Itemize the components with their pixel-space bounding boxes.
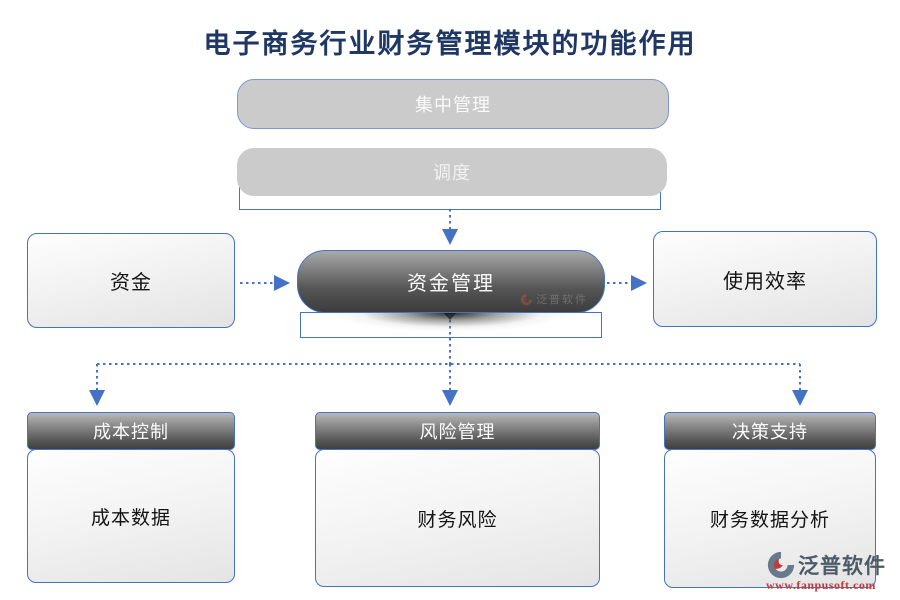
group-body: 成本数据 [27,449,235,583]
group-body-label: 财务风险 [417,509,498,531]
watermark-on-pill: 泛普软件 [520,291,588,307]
node-usage-efficiency: 使用效率 [653,231,877,327]
group-body: 财务风险 [315,449,600,587]
group-decision-support: 财务数据分析 决策支持 [664,412,876,589]
fanpu-watermark: 泛普软件 www.fanpusoft.com [766,550,898,593]
group-header: 成本控制 [27,412,235,450]
group-cost-control: 成本数据 成本控制 [27,412,235,584]
group-header: 决策支持 [664,412,876,450]
node-label: 调度 [433,163,471,183]
node-centralized-management: 集中管理 [237,79,669,129]
group-risk-management: 财务风险 风险管理 [315,412,600,588]
fanpu-logo-icon [767,551,795,579]
node-dispatch: 调度 [237,148,667,196]
node-label: 使用效率 [723,270,807,293]
fanpu-logo-icon [520,293,533,305]
node-label: 资金 [110,272,152,294]
watermark-text: 泛普软件 [536,294,588,306]
bracket-under-fund-management [300,312,602,338]
node-label: 集中管理 [415,95,491,115]
fanpu-logo-text: 泛普软件 [798,554,886,578]
node-label: 资金管理 [407,273,495,295]
group-header-label: 成本控制 [93,422,169,442]
group-header: 风险管理 [315,412,600,450]
group-header-label: 风险管理 [419,422,496,442]
group-header-label: 决策支持 [732,422,808,442]
page-title: 电子商务行业财务管理模块的功能作用 [203,29,697,59]
node-fund-management: 资金管理 泛普软件 [297,250,605,313]
group-body-label: 财务数据分析 [709,510,830,531]
fanpu-logo-url: www.fanpusoft.com [766,578,876,592]
node-funds: 资金 [27,233,235,328]
group-body-label: 成本数据 [90,507,171,529]
